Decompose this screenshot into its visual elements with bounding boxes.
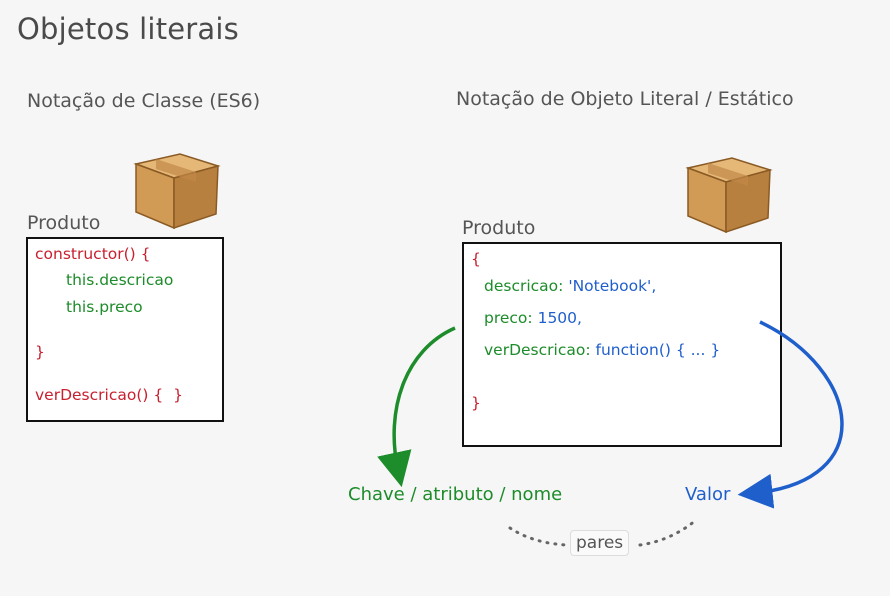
literal-notation-heading: Notação de Objeto Literal / Estático: [456, 88, 794, 110]
preco-entry: preco: 1500,: [484, 309, 582, 327]
verdescricao-entry: verDescricao: function() { ... }: [484, 341, 721, 359]
descricao-value: 'Notebook',: [568, 277, 657, 295]
preco-key: preco:: [484, 309, 533, 327]
left-box-label: Produto: [27, 212, 101, 234]
pairs-label: pares: [570, 530, 630, 556]
class-code-box: constructor() { this.descricao this.prec…: [26, 237, 224, 422]
page-title: Objetos literais: [17, 12, 239, 46]
right-box-label: Produto: [462, 217, 536, 239]
verdescricao-value: function() { ... }: [595, 341, 721, 359]
method-line: verDescricao() { }: [35, 386, 183, 404]
cardboard-box-icon: [133, 153, 221, 230]
key-arrow: [377, 326, 456, 488]
open-brace: {: [471, 250, 481, 268]
value-caption: Valor: [685, 484, 731, 505]
pairs-dots-right: [638, 518, 698, 547]
preco-property-line: this.preco: [66, 298, 143, 316]
pairs-dots-left: [508, 526, 569, 547]
descricao-property-line: this.descricao: [66, 271, 174, 289]
verdescricao-key: verDescricao:: [484, 341, 591, 359]
literal-code-box: { descricao: 'Notebook', preco: 1500, ve…: [462, 242, 782, 447]
descricao-entry: descricao: 'Notebook',: [484, 277, 657, 295]
key-caption: Chave / atributo / nome: [348, 484, 563, 505]
constructor-close-brace: }: [35, 343, 45, 361]
class-notation-heading: Notação de Classe (ES6): [27, 90, 261, 112]
value-arrow: [737, 320, 844, 509]
cardboard-box-icon: [685, 157, 773, 234]
descricao-key: descricao:: [484, 277, 564, 295]
close-brace: }: [471, 394, 481, 412]
preco-value: 1500,: [537, 309, 582, 327]
constructor-line: constructor() {: [35, 245, 151, 263]
